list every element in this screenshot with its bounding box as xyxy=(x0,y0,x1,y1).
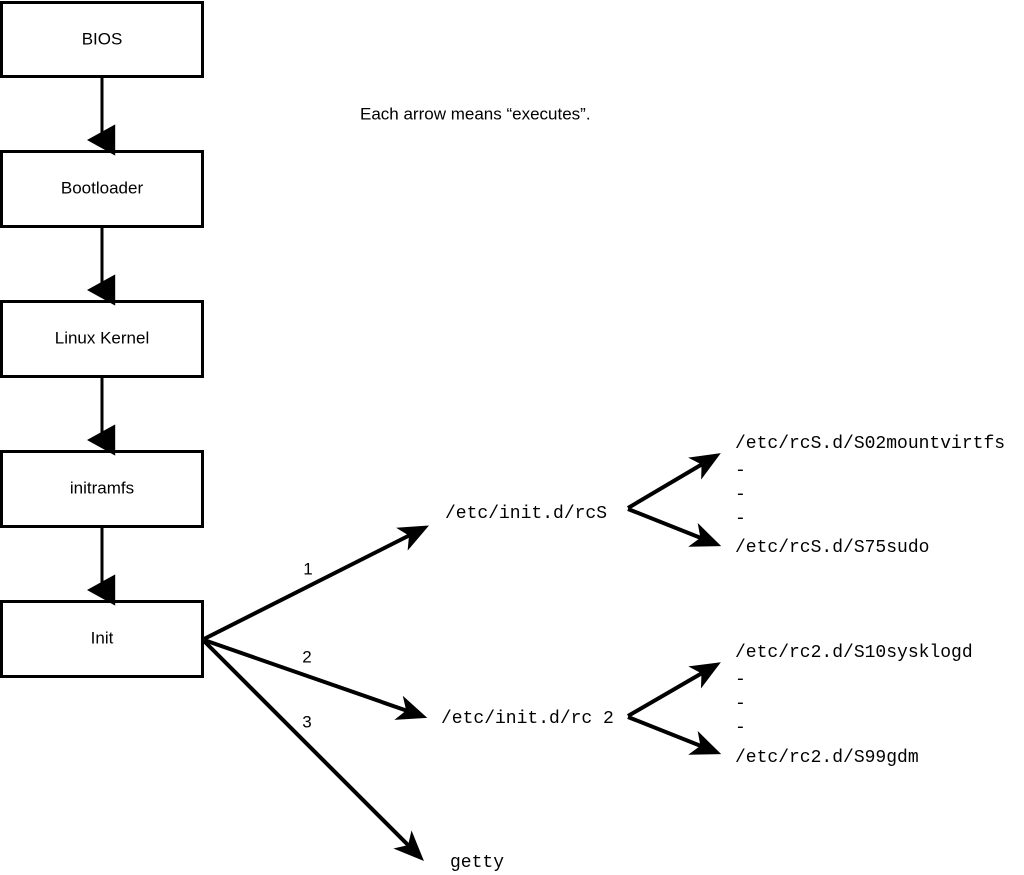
branch-number-3: 3 xyxy=(302,712,311,731)
arrow-rcs-to-last-script xyxy=(627,507,722,547)
rc2-script-first: /etc/rc2.d/S10sysklogd xyxy=(735,643,973,663)
stage-box-rect xyxy=(0,1,204,78)
stage-box-label: Bootloader xyxy=(61,178,144,197)
arrow-rcs-to-first-script xyxy=(626,453,721,510)
arrow-rc2-to-last-script xyxy=(627,715,722,755)
stage-box-linux-kernel[interactable]: Linux Kernel xyxy=(0,300,204,378)
rcs-ellipsis-dash: - xyxy=(735,461,746,481)
rcs-script-first: /etc/rcS.d/S02mountvirtfs xyxy=(735,434,1005,454)
stage-box-init[interactable]: Init xyxy=(0,600,204,678)
rcs-ellipsis-dash: - xyxy=(735,509,746,529)
stage-box-bootloader[interactable]: Bootloader xyxy=(0,150,204,228)
arrow-init-to-rc2 xyxy=(203,638,428,720)
stage-box-label: initramfs xyxy=(70,478,134,497)
stage-box-initramfs[interactable]: initramfs xyxy=(0,450,204,528)
rc2-ellipsis-dash: - xyxy=(735,718,746,738)
arrow-init-to-rcs xyxy=(203,525,429,641)
rcs-script-last: /etc/rcS.d/S75sudo xyxy=(735,538,929,558)
legend-note: Each arrow means “executes”. xyxy=(360,104,591,123)
rc2-script-last: /etc/rc2.d/S99gdm xyxy=(735,748,919,768)
stage-box-rect xyxy=(0,600,204,678)
arrow-init-to-getty xyxy=(202,639,424,861)
stage-box-label: BIOS xyxy=(82,29,123,48)
rc2-ellipsis-dash: - xyxy=(735,694,746,714)
stage-box-label: Linux Kernel xyxy=(55,328,150,347)
stage-box-label: Init xyxy=(91,628,114,647)
stage-box-bios[interactable]: BIOS xyxy=(0,1,204,78)
rcs-ellipsis-dash: - xyxy=(735,485,746,505)
branch-target-rc2-label: /etc/init.d/rc 2 xyxy=(441,709,614,729)
stage-box-rect xyxy=(0,450,204,528)
branch-number-1: 1 xyxy=(303,559,312,578)
branch-number-2: 2 xyxy=(302,647,311,666)
arrow-rc2-to-first-script xyxy=(626,662,721,718)
rc2-ellipsis-dash: - xyxy=(735,670,746,690)
branch-target-getty-label: getty xyxy=(450,853,504,873)
stage-box-rect xyxy=(0,150,204,228)
branch-target-rcs-label: /etc/init.d/rcS xyxy=(445,504,607,524)
